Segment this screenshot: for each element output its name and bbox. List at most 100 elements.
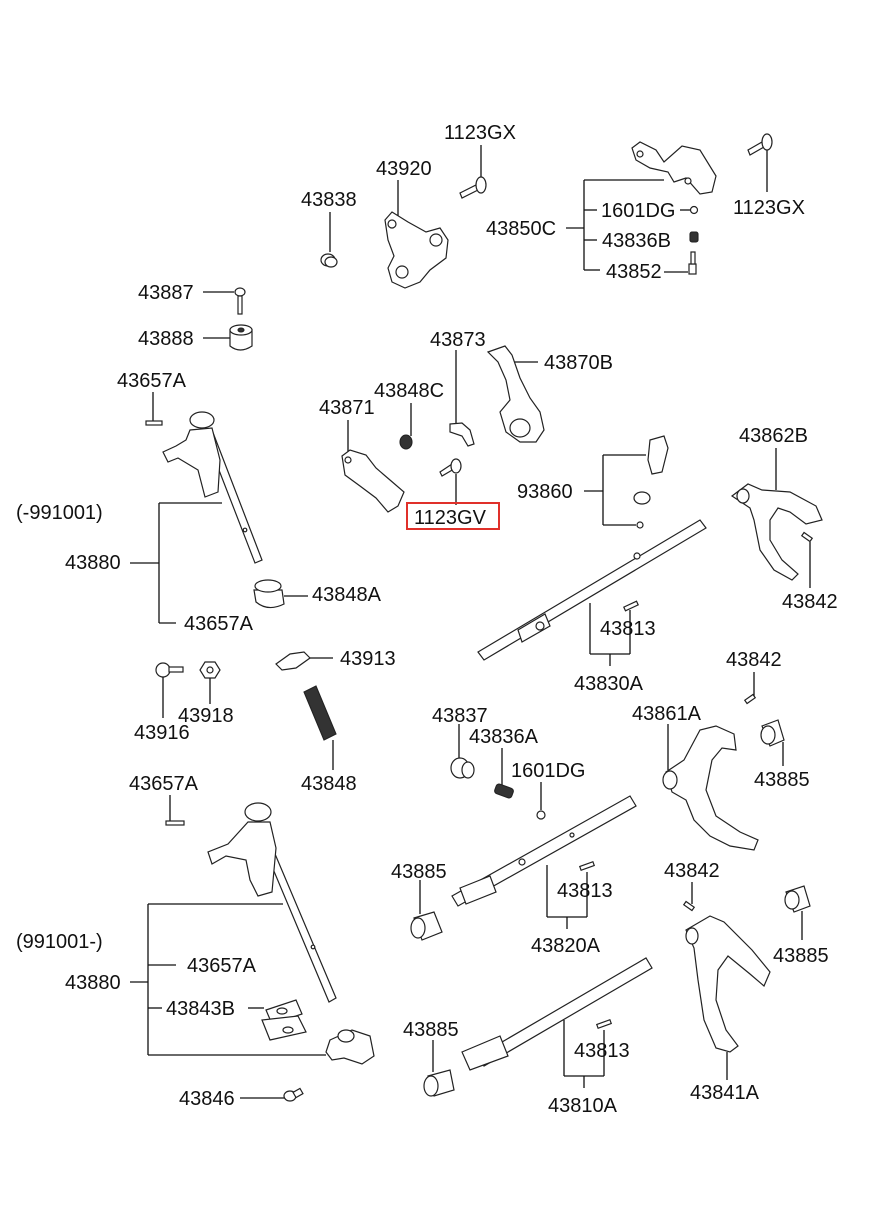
label-43871[interactable]: 43871 xyxy=(319,397,375,419)
label-1123GX-top[interactable]: 1123GX xyxy=(444,122,516,144)
part-43920-bracket[interactable] xyxy=(384,180,449,289)
label-43841A[interactable]: 43841A xyxy=(690,1082,760,1104)
part-43657A-pin-lower[interactable] xyxy=(165,795,185,826)
label-43848C[interactable]: 43848C xyxy=(374,380,444,402)
part-43820A-shift-rail[interactable] xyxy=(451,795,637,929)
part-43842-pin-2[interactable] xyxy=(743,672,757,705)
label-43916[interactable]: 43916 xyxy=(134,722,190,744)
part-43813-pin-2[interactable] xyxy=(578,860,596,872)
label-43873[interactable]: 43873 xyxy=(430,329,486,351)
label-43842-1[interactable]: 43842 xyxy=(782,591,838,613)
label-43885-1[interactable]: 43885 xyxy=(754,769,810,791)
part-43880-selector-head[interactable] xyxy=(325,1029,375,1065)
label-43657A-4[interactable]: 43657A xyxy=(187,955,257,977)
part-43810A-shift-rail[interactable] xyxy=(461,957,653,1088)
part-43852-pin[interactable] xyxy=(664,251,697,275)
label-43820A[interactable]: 43820A xyxy=(531,935,601,957)
label-43862B[interactable]: 43862B xyxy=(739,425,808,447)
part-43870B-lever[interactable] xyxy=(486,345,545,443)
label-43813-3[interactable]: 43813 xyxy=(574,1040,630,1062)
label-43880-upper[interactable]: 43880 xyxy=(65,552,121,574)
callout-43880-lower xyxy=(130,903,326,1056)
label-43852[interactable]: 43852 xyxy=(606,261,662,283)
part-43846-bolt[interactable] xyxy=(240,1087,304,1102)
part-43887-bolt[interactable] xyxy=(203,287,246,315)
part-43838-plug[interactable] xyxy=(320,212,338,268)
label-43885-3[interactable]: 43885 xyxy=(403,1019,459,1041)
part-43842-pin-1[interactable] xyxy=(800,531,814,588)
label-43880-lower[interactable]: 43880 xyxy=(65,972,121,994)
part-43836B-spring[interactable] xyxy=(689,231,699,243)
part-43880-shift-lever-upper[interactable] xyxy=(162,411,263,564)
label-43920[interactable]: 43920 xyxy=(376,158,432,180)
part-43861A-fork[interactable] xyxy=(662,724,759,851)
label-43657A-1[interactable]: 43657A xyxy=(117,370,187,392)
part-43871-plate[interactable] xyxy=(341,420,405,513)
label-93860[interactable]: 93860 xyxy=(517,481,573,503)
part-43830A-shift-rail[interactable] xyxy=(477,519,707,666)
label-43810A[interactable]: 43810A xyxy=(548,1095,618,1117)
callout-43880-upper xyxy=(130,502,222,624)
part-1601DG-ball-top[interactable] xyxy=(680,205,699,215)
label-43870B[interactable]: 43870B xyxy=(544,352,613,374)
label-43813-1[interactable]: 43813 xyxy=(600,618,656,640)
part-43837-plug[interactable] xyxy=(450,724,475,779)
part-43913-clip[interactable] xyxy=(275,651,333,671)
label-43836B[interactable]: 43836B xyxy=(602,230,671,252)
part-43657A-pin-upper[interactable] xyxy=(145,392,163,426)
label-43846[interactable]: 43846 xyxy=(179,1088,235,1110)
part-43848C-spring[interactable] xyxy=(399,403,413,450)
part-43885-bushing-2[interactable] xyxy=(410,880,443,941)
part-43916-bolt[interactable] xyxy=(155,662,184,718)
label-43850C[interactable]: 43850C xyxy=(486,218,556,240)
label-1123GX-right[interactable]: 1123GX xyxy=(733,197,805,219)
part-43813-pin-1[interactable] xyxy=(623,600,639,612)
label-1601DG-mid[interactable]: 1601DG xyxy=(511,760,586,782)
part-43885-bushing-1[interactable] xyxy=(760,719,785,766)
label-43813-2[interactable]: 43813 xyxy=(557,880,613,902)
label-43843B[interactable]: 43843B xyxy=(166,998,235,1020)
label-1123GV[interactable]: 1123GV xyxy=(414,507,487,529)
part-43836A-spring[interactable] xyxy=(494,748,514,799)
label-43848[interactable]: 43848 xyxy=(301,773,357,795)
label-43836A[interactable]: 43836A xyxy=(469,726,539,748)
part-43880-shift-lever-lower[interactable] xyxy=(207,802,337,1003)
label-43861A[interactable]: 43861A xyxy=(632,703,702,725)
part-1601DG-ball-mid[interactable] xyxy=(536,782,546,820)
label-43885-2[interactable]: 43885 xyxy=(391,861,447,883)
part-1123GV-bolt[interactable] xyxy=(439,458,462,505)
label-43885-4[interactable]: 43885 xyxy=(773,945,829,967)
part-43885-bushing-4[interactable] xyxy=(784,885,811,940)
label-43913[interactable]: 43913 xyxy=(340,648,396,670)
part-93860-switch[interactable] xyxy=(584,435,669,529)
part-43873-guide[interactable] xyxy=(449,350,475,447)
label-43888[interactable]: 43888 xyxy=(138,328,194,350)
highlight-box-1123GV xyxy=(406,502,500,530)
label-43657A-3[interactable]: 43657A xyxy=(129,773,199,795)
label-43918[interactable]: 43918 xyxy=(178,705,234,727)
part-43848A-boot[interactable] xyxy=(253,579,308,609)
label-43838[interactable]: 43838 xyxy=(301,189,357,211)
label-43842-3[interactable]: 43842 xyxy=(664,860,720,882)
part-43888-bushing[interactable] xyxy=(203,324,253,351)
label-43830A[interactable]: 43830A xyxy=(574,673,644,695)
part-43862B-fork[interactable] xyxy=(730,448,823,581)
part-1123GX-bolt-top[interactable] xyxy=(459,145,487,199)
part-43848-spring[interactable] xyxy=(303,685,337,770)
part-43842-pin-3[interactable] xyxy=(682,882,696,912)
label-43657A-2[interactable]: 43657A xyxy=(184,613,254,635)
label-43837[interactable]: 43837 xyxy=(432,705,488,727)
label-43842-2[interactable]: 43842 xyxy=(726,649,782,671)
label-1601DG-top[interactable]: 1601DG xyxy=(601,200,676,222)
label-43887[interactable]: 43887 xyxy=(138,282,194,304)
part-43813-pin-3[interactable] xyxy=(595,1018,613,1030)
part-43850C-housing[interactable] xyxy=(566,141,717,271)
label-43848A[interactable]: 43848A xyxy=(312,584,382,606)
part-1123GX-bolt-right[interactable] xyxy=(747,133,773,192)
part-43918-nut[interactable] xyxy=(199,661,221,704)
part-43885-bushing-3[interactable] xyxy=(423,1040,455,1097)
range-label-after-991001: (991001-) xyxy=(16,931,103,953)
part-43843B-plate[interactable] xyxy=(261,999,307,1041)
part-43841A-fork[interactable] xyxy=(685,915,771,1080)
